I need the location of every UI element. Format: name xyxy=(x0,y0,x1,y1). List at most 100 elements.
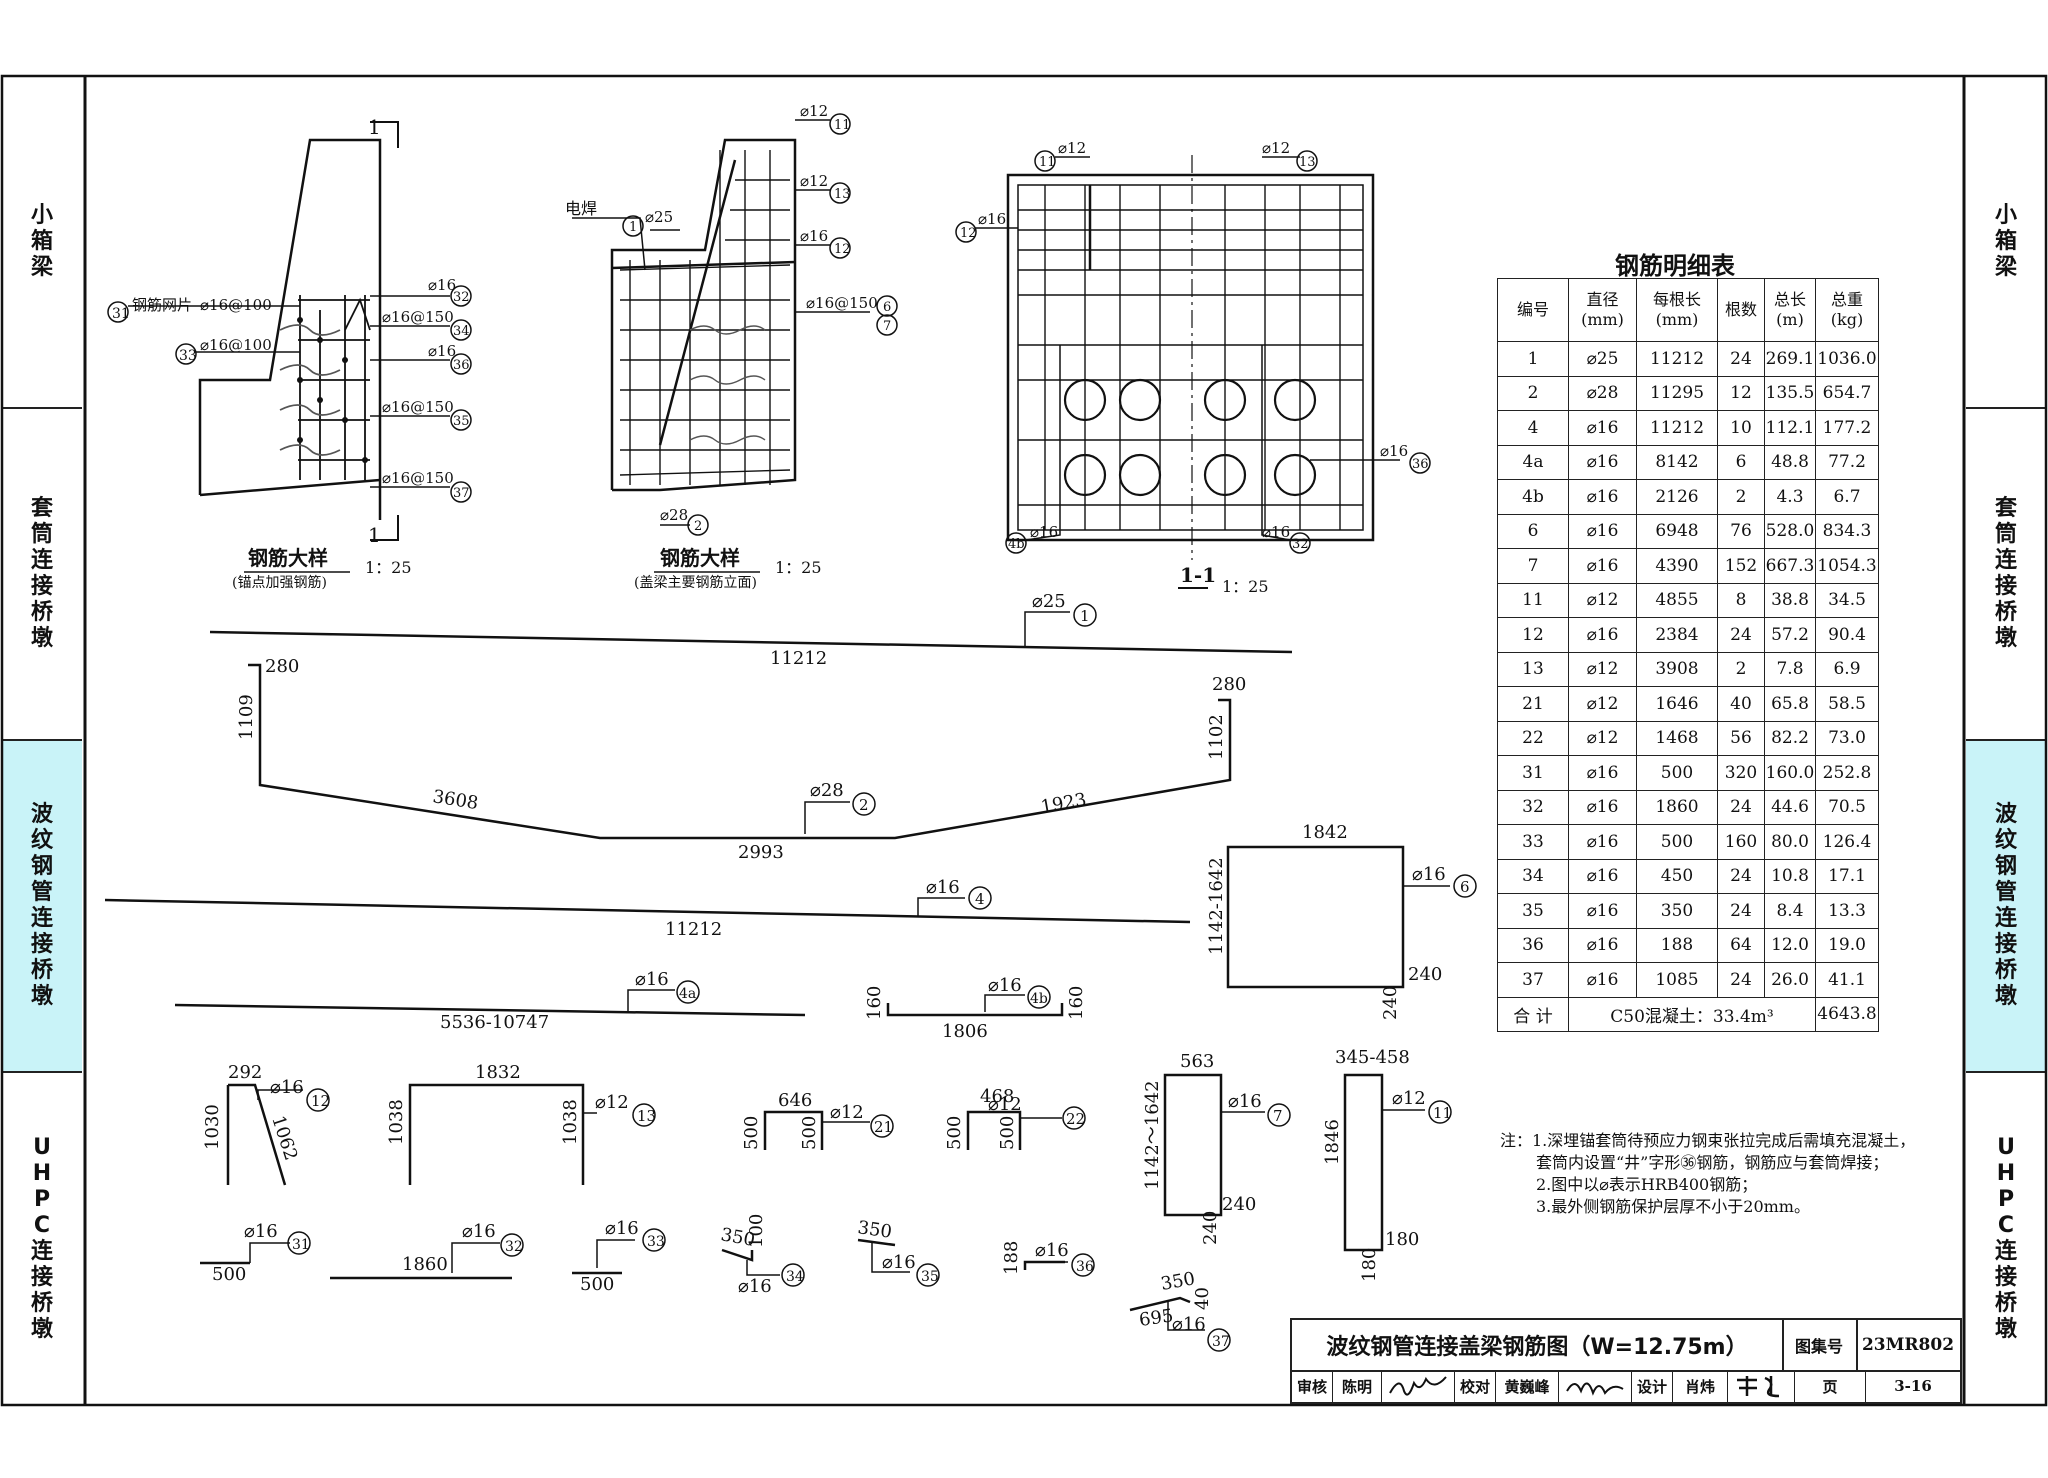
svg-text:⌀16: ⌀16 xyxy=(1035,1240,1069,1261)
total-concrete: C50混凝土：33.4m³ xyxy=(1568,996,1816,1032)
table-cell: 13.3 xyxy=(1815,893,1879,929)
table-cell: 12.0 xyxy=(1764,927,1816,963)
svg-text:1109: 1109 xyxy=(236,694,257,740)
right-tab-uhpc-pier[interactable]: UHPC连接桥墩 xyxy=(1994,1135,2017,1342)
svg-text:⌀16@100: ⌀16@100 xyxy=(200,336,272,354)
reviewer-name: 陈明 xyxy=(1333,1370,1382,1402)
table-cell: ⌀16 xyxy=(1568,789,1637,825)
left-tab-sleeve-pier[interactable]: 套筒连接桥墩 xyxy=(2,409,82,741)
svg-text:⌀16: ⌀16 xyxy=(1380,442,1408,460)
svg-text:⌀16@150: ⌀16@150 xyxy=(382,469,454,487)
table-cell: ⌀12 xyxy=(1568,686,1637,722)
svg-text:240: 240 xyxy=(1380,986,1401,1020)
svg-text:12: 12 xyxy=(960,226,977,241)
svg-text:7: 7 xyxy=(883,319,891,334)
svg-text:6: 6 xyxy=(883,300,891,315)
svg-text:⌀16: ⌀16 xyxy=(926,877,960,898)
svg-text:7: 7 xyxy=(1273,1107,1283,1125)
table-cell: 82.2 xyxy=(1764,720,1816,756)
right-tab-sleeve-pier[interactable]: 套筒连接桥墩 xyxy=(1966,409,2046,741)
table-cell: 90.4 xyxy=(1815,617,1879,653)
total-weight: 4643.8 xyxy=(1815,996,1879,1032)
table-cell: 24 xyxy=(1717,858,1765,894)
svg-text:⌀16: ⌀16 xyxy=(1228,1091,1262,1112)
table-cell: 38.8 xyxy=(1764,582,1816,618)
table-cell: 24 xyxy=(1717,893,1765,929)
review-label: 审核 xyxy=(1292,1370,1333,1402)
svg-text:11212: 11212 xyxy=(665,919,722,940)
svg-text:⌀16: ⌀16 xyxy=(428,342,456,360)
table-cell: 32 xyxy=(1497,789,1569,825)
left-tab-small-box-girder[interactable]: 小箱梁 xyxy=(2,76,82,409)
table-cell: 528.0 xyxy=(1764,513,1816,549)
table-cell: 40 xyxy=(1717,686,1765,722)
svg-text:280: 280 xyxy=(265,656,299,677)
table-cell: 19.0 xyxy=(1815,927,1879,963)
table-cell: 65.8 xyxy=(1764,686,1816,722)
table-cell: ⌀16 xyxy=(1568,962,1637,998)
table-cell: 126.4 xyxy=(1815,824,1879,860)
bar-6: ⌀166 1842 1142-1642 240 240 xyxy=(1206,822,1477,1020)
svg-text:1：25: 1：25 xyxy=(775,558,822,577)
col-header-count: 根数 xyxy=(1717,278,1765,342)
svg-text:1：25: 1：25 xyxy=(365,558,412,577)
svg-text:⌀16: ⌀16 xyxy=(800,227,828,245)
table-cell: 252.8 xyxy=(1815,755,1879,791)
table-cell: 1468 xyxy=(1636,720,1718,756)
rebar-schedule-table: 编号 直径 (mm) 每根长 (mm) 根数 总长 (m) 总重 (kg) 1⌀… xyxy=(1497,278,1879,1032)
svg-text:⌀25: ⌀25 xyxy=(1032,591,1066,612)
table-cell: 7.8 xyxy=(1764,651,1816,687)
table-cell: 2 xyxy=(1717,479,1765,515)
bar-2: ⌀282 280 1109 3608 2993 1923 1102 280 xyxy=(236,656,1246,863)
table-total-row: 合 计 C50混凝土：33.4m³ 4643.8 xyxy=(1497,996,1879,1032)
table-cell: 667.3 xyxy=(1764,548,1816,584)
table-cell: 350 xyxy=(1636,893,1718,929)
svg-text:12: 12 xyxy=(311,1092,330,1110)
table-cell: 450 xyxy=(1636,858,1718,894)
svg-text:180: 180 xyxy=(1385,1229,1419,1250)
right-tab-corrugated-pier[interactable]: 波纹钢管连接桥墩 xyxy=(1966,741,2046,1073)
table-cell: ⌀16 xyxy=(1568,444,1637,480)
left-tab-corrugated-pier[interactable]: 波纹钢管连接桥墩 xyxy=(2,741,82,1073)
right-tab-small-box-girder[interactable]: 小箱梁 xyxy=(1966,76,2046,409)
svg-text:1806: 1806 xyxy=(942,1021,988,1042)
svg-text:35: 35 xyxy=(921,1269,939,1285)
svg-text:500: 500 xyxy=(997,1116,1018,1150)
svg-text:500: 500 xyxy=(741,1116,762,1150)
svg-text:⌀16@150: ⌀16@150 xyxy=(382,398,454,416)
svg-text:电焊: 电焊 xyxy=(565,199,597,218)
svg-text:21: 21 xyxy=(874,1118,893,1136)
svg-text:500: 500 xyxy=(799,1116,820,1150)
svg-text:⌀12: ⌀12 xyxy=(1392,1088,1426,1109)
svg-text:⌀12: ⌀12 xyxy=(800,172,828,190)
detail1-anchor-rebar: 1 1 31 钢筋网片 ⌀16@100 33 ⌀16@100 xyxy=(107,115,472,591)
svg-text:1: 1 xyxy=(368,523,381,547)
table-cell: 6 xyxy=(1717,444,1765,480)
designer-signature xyxy=(1728,1370,1795,1402)
left-tab-uhpc-pier[interactable]: UHPC连接桥墩 xyxy=(30,1135,53,1342)
svg-text:⌀16: ⌀16 xyxy=(1030,523,1058,541)
table-cell: ⌀16 xyxy=(1568,858,1637,894)
svg-text:(盖梁主要钢筋立面): (盖梁主要钢筋立面) xyxy=(634,574,757,591)
table-cell: 24 xyxy=(1717,962,1765,998)
page-label: 页 xyxy=(1795,1370,1866,1402)
table-cell: 500 xyxy=(1636,755,1718,791)
table-cell: 4.3 xyxy=(1764,479,1816,515)
table-cell: 4 xyxy=(1497,410,1569,446)
svg-text:⌀16: ⌀16 xyxy=(978,210,1006,228)
svg-text:2: 2 xyxy=(694,519,702,534)
svg-text:⌀16: ⌀16 xyxy=(1412,864,1446,885)
table-cell: 269.1 xyxy=(1764,341,1816,377)
table-cell: ⌀16 xyxy=(1568,548,1637,584)
svg-text:345-458: 345-458 xyxy=(1335,1047,1410,1068)
svg-text:⌀12: ⌀12 xyxy=(988,1094,1022,1115)
